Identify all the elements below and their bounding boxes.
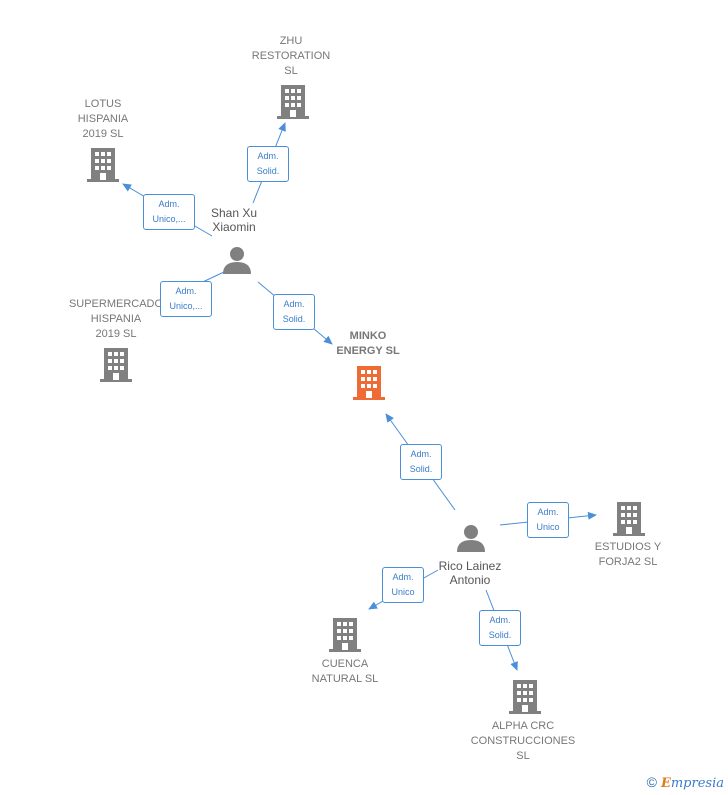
company-label-supermercado[interactable]: SUPERMERCADO HISPANIA 2019 SL	[68, 298, 164, 340]
company-label-minko[interactable]: MINKO ENERGY SL	[336, 330, 400, 357]
building-icon-supermercado[interactable]	[100, 348, 132, 382]
building-icon-minko[interactable]	[353, 366, 385, 400]
company-label-cuenca[interactable]: CUENCA NATURAL SL	[311, 658, 379, 685]
building-icon-alpha[interactable]	[509, 680, 541, 714]
edge-label-rico-alpha: Adm. Solid.	[479, 610, 521, 646]
copyright-icon: ©	[646, 774, 657, 790]
person-label-shan[interactable]: Shan Xu Xiaomin	[210, 206, 258, 234]
building-icon-cuenca[interactable]	[329, 618, 361, 652]
edge-label-shan-minko: Adm. Solid.	[273, 294, 315, 330]
company-label-alpha[interactable]: ALPHA CRC CONSTRUCCIONES SL	[470, 720, 576, 762]
brand-footer[interactable]: ©Empresia	[647, 774, 724, 791]
edge-label-shan-lotus: Adm. Unico,...	[143, 194, 195, 230]
company-label-lotus[interactable]: LOTUS HISPANIA 2019 SL	[77, 98, 129, 140]
edge-label-rico-cuenca: Adm. Unico	[382, 567, 424, 603]
person-icon-shan[interactable]	[222, 246, 252, 274]
company-label-zhu[interactable]: ZHU RESTORATION SL	[251, 35, 331, 77]
brand-logo: Empresia	[660, 776, 724, 791]
building-icon-zhu[interactable]	[277, 85, 309, 119]
edge-label-shan-zhu: Adm. Solid.	[247, 146, 289, 182]
building-icon-estudios[interactable]	[613, 502, 645, 536]
person-label-rico[interactable]: Rico Lainez Antonio	[438, 559, 502, 587]
edge-label-rico-minko: Adm. Solid.	[400, 444, 442, 480]
company-label-estudios[interactable]: ESTUDIOS Y FORJA2 SL	[594, 541, 662, 568]
edge-label-shan-supermercado: Adm. Unico,...	[160, 281, 212, 317]
building-icon-lotus[interactable]	[87, 148, 119, 182]
edge-label-rico-estudios: Adm. Unico	[527, 502, 569, 538]
person-icon-rico[interactable]	[456, 524, 486, 552]
